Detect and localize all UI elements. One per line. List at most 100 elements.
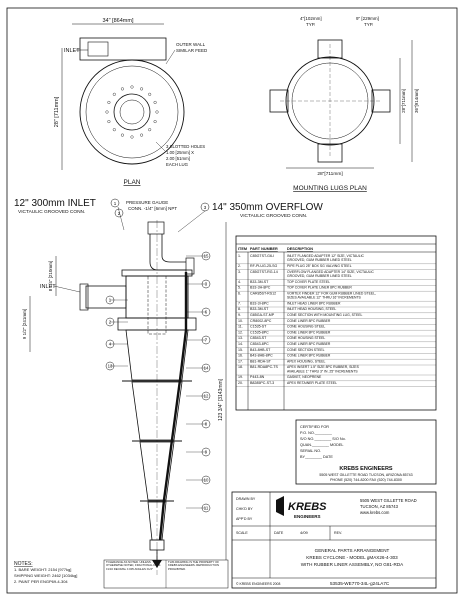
vortex-circle xyxy=(119,99,145,125)
certified-line: QUAN.________ MODEL xyxy=(300,443,343,447)
feed-box xyxy=(79,37,167,61)
callout-number: 2 xyxy=(109,320,112,325)
overflow-elbow-inner xyxy=(161,234,186,263)
callout-circle xyxy=(201,503,211,513)
overflow-elbow xyxy=(149,234,186,271)
drawing-number: 53535-WE770-34L-g24LA7C xyxy=(330,581,390,586)
table-cell-part: CR8002-8PC xyxy=(250,319,272,323)
table-cell-part: C85GTST-G6-I xyxy=(250,254,274,258)
lugs-dim-top-right: 9" [229mm] TYP. xyxy=(356,16,380,27)
lugs-dim-right-1: 28"[711mm] xyxy=(401,89,406,113)
table-cell-desc: OVERFLOW FLANGED ADAPTER 14" SIZE, VICTA… xyxy=(287,270,374,274)
tolerance-note: TOLERANCE AS NOTED. UNLESS OTHERWISE NOT… xyxy=(106,561,161,571)
table-cell-item: 1. xyxy=(238,254,241,258)
table-cell-desc: INLET FLANGED ADAPTER 12" SIZE, VICTAULI… xyxy=(287,254,365,258)
gauge-note-line: PRESSURE GAUGE xyxy=(126,200,168,205)
slot-note-line: 3 SLOTTED HOLES xyxy=(166,144,205,149)
lug-right xyxy=(371,89,391,113)
plan-side-dim: 28" [711mm] xyxy=(54,96,60,127)
table-header-desc: DESCRIPTION xyxy=(287,247,313,251)
table-cell-item: 19. xyxy=(238,375,243,379)
bolt-hole xyxy=(148,128,152,132)
table-cell-part: B43-8HB-ST xyxy=(250,348,271,352)
table-cell-part: B33-3M-ST xyxy=(250,280,269,284)
callout-number: 13 xyxy=(108,364,113,369)
sheet-border xyxy=(6,7,458,594)
drawn-by-label: DRAWN BY xyxy=(236,497,256,501)
overflow-subtitle: VICTAULIC GROOVED CONN. xyxy=(240,213,307,219)
bolt-ring xyxy=(105,85,159,139)
callout-number: 3 xyxy=(205,282,208,287)
table-cell-part: B33-3I-8PC xyxy=(250,301,269,305)
callout-number: 12 xyxy=(204,394,209,399)
table-cell-item: 16. xyxy=(238,354,243,358)
mounting-lugs-plan: 4"[102mm] TYP. 9" [229mm] TYP. 28"[711mm… xyxy=(269,16,419,192)
certified-address-2: PHONE (520) 744-8200 FAX (520) 744-8300 xyxy=(330,478,402,482)
cone-section-2 xyxy=(131,381,183,441)
checked-by-label: CHK'D BY xyxy=(236,507,253,511)
certified-address-1: 5505 WEST GILLETTE ROAD TUCSON, ARIZONA … xyxy=(319,473,412,477)
table-cell-part: RF-PLUG-25-SG xyxy=(250,264,278,268)
lugs-dim-bottom: 28"[711mm] xyxy=(317,171,342,177)
table-cell-part: C85GTST-RG-14 xyxy=(250,270,278,274)
krebs-logo-word: KREBS xyxy=(288,501,327,513)
table-cell-desc: VORTEX FINDER 12" FOR GUM RUBBER LINED S… xyxy=(287,291,376,295)
title-block: DRAWN BY CHK'D BY APP'D BY KREBS ENGINEE… xyxy=(231,491,437,589)
certified-frame xyxy=(295,419,437,485)
lugs-caption: MOUNTING LUGS PLAN xyxy=(293,185,367,192)
leader xyxy=(165,49,176,65)
bolt-hole xyxy=(130,135,134,139)
notes-block: NOTES: 1. BARE WEIGHT: 2154 [977kg] SHIP… xyxy=(14,559,229,589)
proprietary-note-box: THIS DRAWING IS THE PROPERTY OF KREBS EN… xyxy=(168,561,219,570)
table-cell-item: 11. xyxy=(238,325,243,329)
title-address: 5505 WEST GILLETTE ROAD TUCSON, AZ 85743… xyxy=(360,498,418,515)
title-line-3: WITH RUBBER LINER ASSEMBLY, NO G81-RDA xyxy=(301,562,404,567)
rubber-liner-line xyxy=(158,272,188,541)
callout-circle xyxy=(105,339,115,349)
elevation-dim-left-2: 9 1/2" [241mm] xyxy=(22,309,27,339)
callout-number: 14 xyxy=(204,366,209,371)
table-cell-part: C1535-8PC xyxy=(250,330,269,334)
title-line-1: GENERAL PARTS ARRANGEMENT xyxy=(315,548,390,553)
table-cell-desc: GASKET, NEOPRENE xyxy=(287,375,322,379)
table-cell-desc: APEX INSERT 1.5" SIZE 8PC RUBBER, SIZES xyxy=(287,365,360,369)
callout-circle xyxy=(201,363,211,373)
table-cell-part: P443-8N xyxy=(250,375,265,379)
table-cell-desc: GROOVED, GUM RUBBER LINED STEEL xyxy=(287,258,352,262)
table-cell-desc: CONE HOUSING STEEL xyxy=(287,336,325,340)
callout-circle xyxy=(201,475,211,485)
bolt-hole xyxy=(105,110,109,114)
title-line-2: KREBS CYCLONE - MODEL gMAX26-4-303 xyxy=(306,555,398,560)
plan-caption: PLAN xyxy=(124,179,141,186)
lugs-dim-right-2: 36"[914mm] xyxy=(414,89,419,113)
table-cell-part: C1535-ST xyxy=(250,325,267,329)
table-cell-item: 9. xyxy=(238,313,241,317)
callout-number: 8 xyxy=(205,422,208,427)
callout-number: 7 xyxy=(205,338,208,343)
callout-circle xyxy=(110,198,120,208)
bolt-hole xyxy=(148,92,152,96)
table-cell-item: 8. xyxy=(238,307,241,311)
liner-circle xyxy=(85,65,179,159)
dim-line-text: 4"[102mm] xyxy=(300,16,322,21)
slot-note-line: 2.00 [51mm] xyxy=(166,156,190,161)
certified-line: P.O. NO.________ xyxy=(300,431,333,435)
date-value: 4/09 xyxy=(300,530,309,535)
table-cell-item: 10. xyxy=(238,319,243,323)
bolt-hole xyxy=(153,120,157,124)
bolt-hole xyxy=(155,110,159,114)
cone-section-3 xyxy=(139,441,175,501)
table-cell-part: B8285PC-ST-3 xyxy=(250,381,274,385)
address-line: TUCSON, AZ 85743 xyxy=(360,504,399,509)
table-cell-item: 3. xyxy=(238,270,241,274)
table-cell-desc: TOP COVER PLATE STEEL xyxy=(287,280,330,284)
table-cell-item: 6. xyxy=(238,291,241,295)
bolt-hole xyxy=(112,128,116,132)
callout-circle xyxy=(114,208,124,218)
slot-note-line: 1.00 [25mm] X xyxy=(166,150,194,155)
table-cell-item: 2. xyxy=(238,264,241,268)
gauge-note: PRESSURE GAUGE CONN. -1/4" [6mm] NPT xyxy=(126,200,177,211)
plan-view: 34" [864mm] 28" [711mm] INLET OUTER WALL… xyxy=(54,18,208,186)
